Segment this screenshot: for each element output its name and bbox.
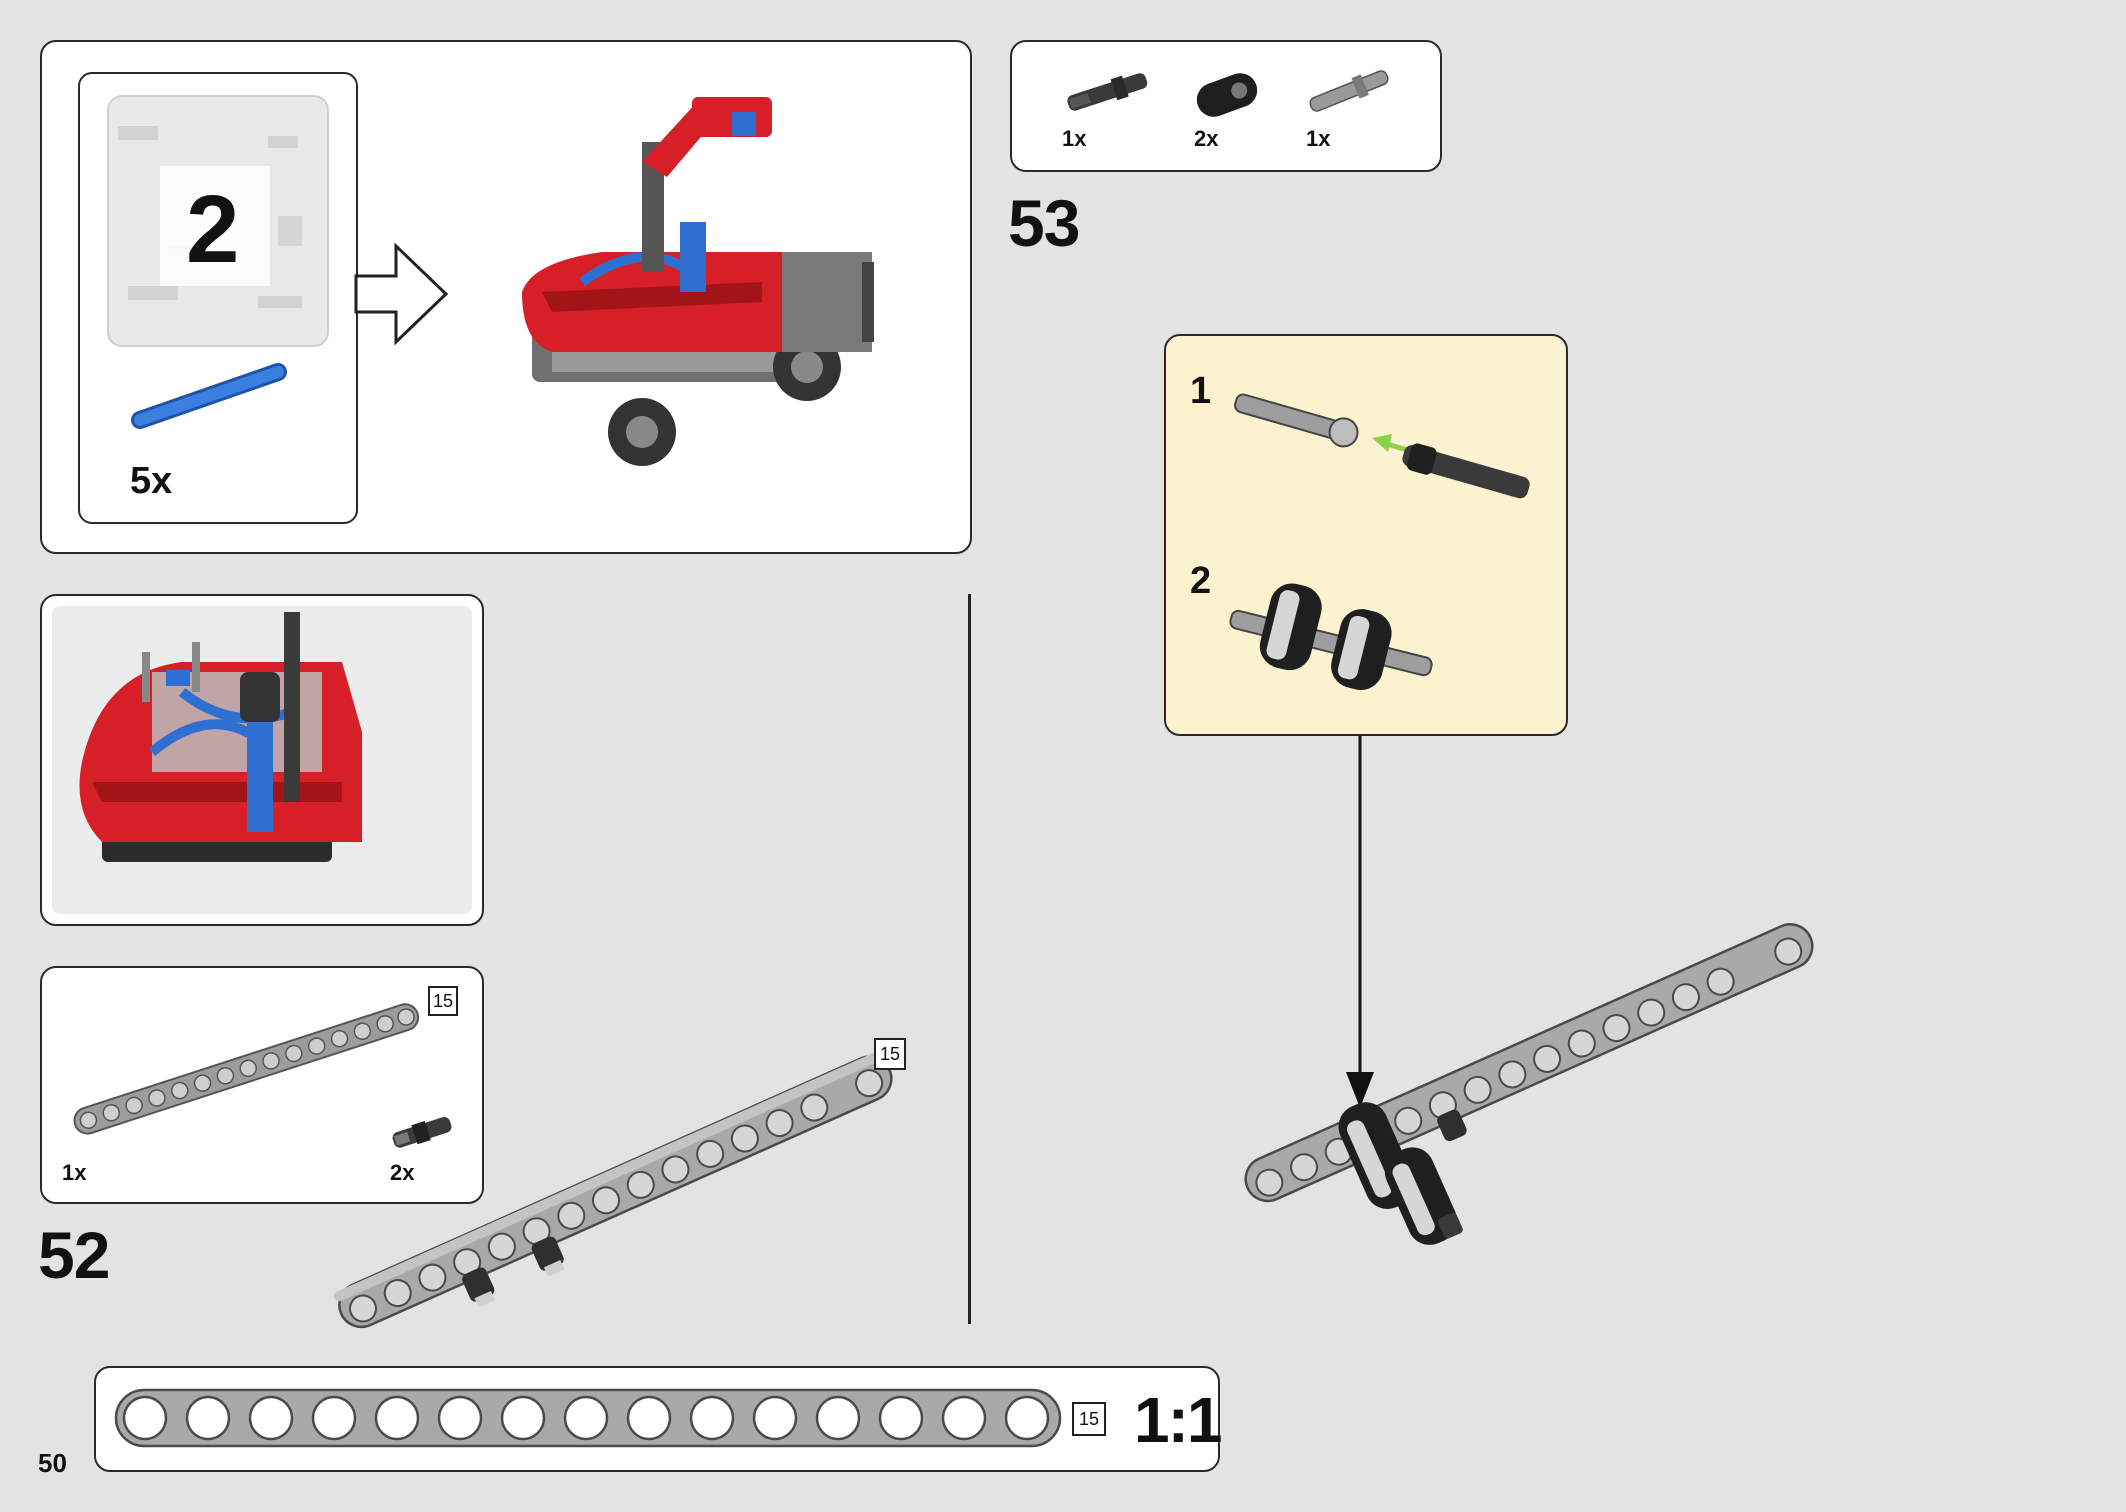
blue-hose-icon xyxy=(131,363,287,429)
scale-ruler-panel: 15 1:1 xyxy=(94,1366,1222,1472)
step-divider xyxy=(968,594,971,1324)
step53-number: 53 xyxy=(1008,186,1080,260)
axle-pin-part-icon xyxy=(1067,73,1148,111)
pin-quantity: 2x xyxy=(390,1160,415,1185)
substep-2-illustration xyxy=(1229,583,1433,691)
substep-1-number: 1 xyxy=(1190,370,1212,412)
bag-number: 2 xyxy=(186,176,239,283)
beam-quantity: 1x xyxy=(62,1160,87,1185)
step52-beam-badge: 15 xyxy=(874,1038,906,1070)
connector-part-icon xyxy=(1196,73,1258,117)
parts-bag-icon xyxy=(107,95,329,347)
step53-parts-panel: 1x 2x 1x xyxy=(1010,40,1442,172)
crane-model-illustration xyxy=(522,97,874,466)
gray-pin-part-icon xyxy=(1309,70,1389,112)
friction-pin-part-icon xyxy=(392,1116,452,1148)
down-arrow-icon xyxy=(1346,736,1374,1108)
connector-quantity: 2x xyxy=(1194,126,1219,151)
step53-beam-illustration xyxy=(1244,923,1814,1245)
beam-length-badge: 15 xyxy=(428,986,458,1016)
crane-body-illustration xyxy=(79,612,362,862)
ruler-beam-illustration xyxy=(114,1388,1062,1448)
axle-pin-quantity: 1x xyxy=(1062,126,1087,151)
hose-quantity: 5x xyxy=(130,460,173,502)
bag-panel: 2 5x xyxy=(40,40,972,554)
gray-pin-quantity: 1x xyxy=(1306,126,1331,151)
beam-15-part-icon xyxy=(73,1003,420,1135)
step52-beam-illustration xyxy=(333,1051,893,1329)
substep-1-illustration xyxy=(1234,393,1530,499)
step52-number: 52 xyxy=(38,1218,110,1292)
ruler-length-badge: 15 xyxy=(1072,1402,1106,1436)
scale-label: 1:1 xyxy=(1134,1384,1222,1456)
step52-parts-panel: 15 1x 2x xyxy=(40,966,484,1204)
subassembly-callout: 1 2 xyxy=(1164,334,1568,736)
bag-contents-box: 2 5x xyxy=(78,72,358,524)
arrow-right-icon xyxy=(354,242,449,346)
page-number: 50 xyxy=(38,1448,67,1478)
model-overview-panel xyxy=(40,594,484,926)
substep-2-number: 2 xyxy=(1190,560,1212,602)
